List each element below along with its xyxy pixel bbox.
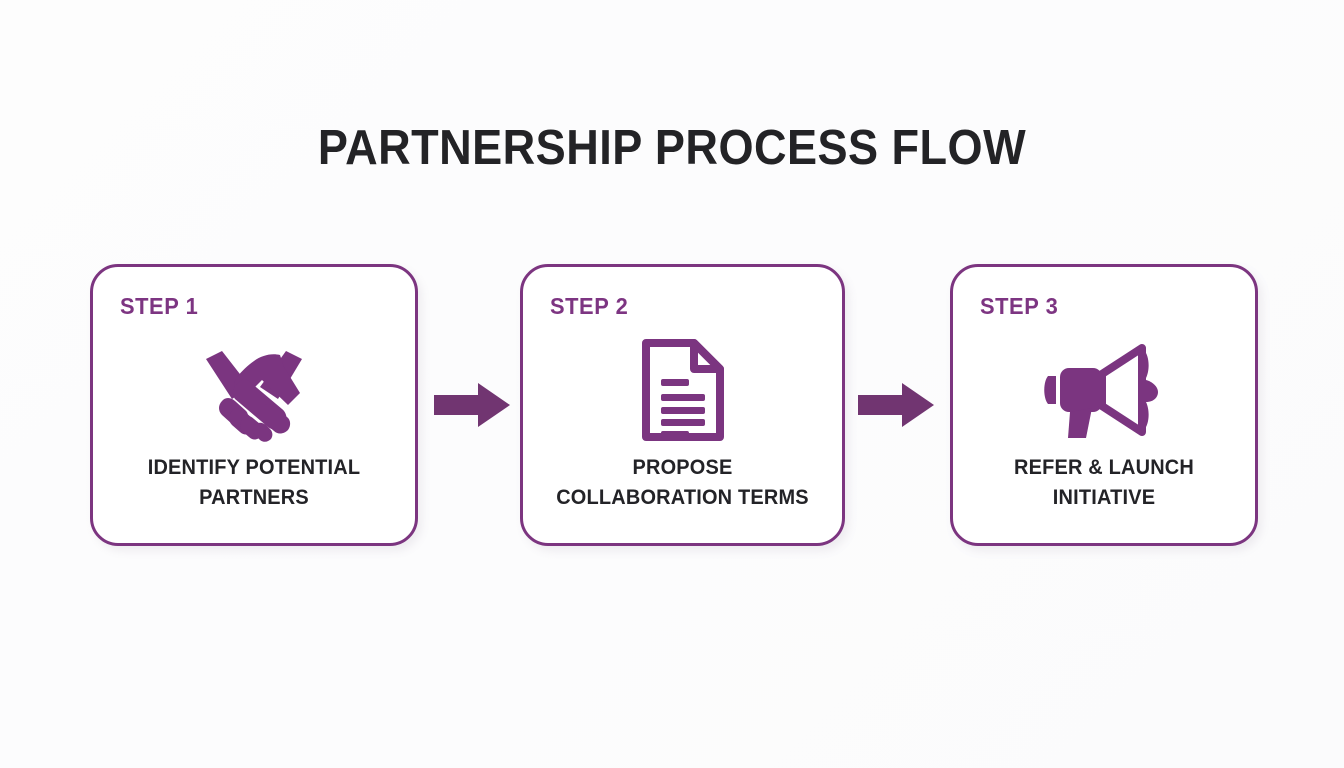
step-caption-2: PROPOSE COLLABORATION TERMS [556,456,809,510]
step-card-1[interactable]: STEP 1 [90,264,418,546]
step-caption-3: REFER & LAUNCH INITIATIVE [1014,456,1194,510]
arrow-right-icon [858,383,934,427]
megaphone-icon [953,335,1255,445]
step-card-3[interactable]: STEP 3 REFER & LAUNC [950,264,1258,546]
step-label-3: STEP 3 [980,293,1059,319]
page-title: PARTNERSHIP PROCESS FLOW [317,121,1027,175]
arrow-right-icon [434,383,510,427]
handshake-icon [93,335,415,445]
document-icon [523,335,842,445]
step-label-1: STEP 1 [120,293,199,319]
step-label-2: STEP 2 [550,293,629,319]
step-card-2[interactable]: STEP 2 PROPOSE COLLABORATION TERMS [520,264,845,546]
step-caption-1: IDENTIFY POTENTIAL PARTNERS [147,456,361,510]
